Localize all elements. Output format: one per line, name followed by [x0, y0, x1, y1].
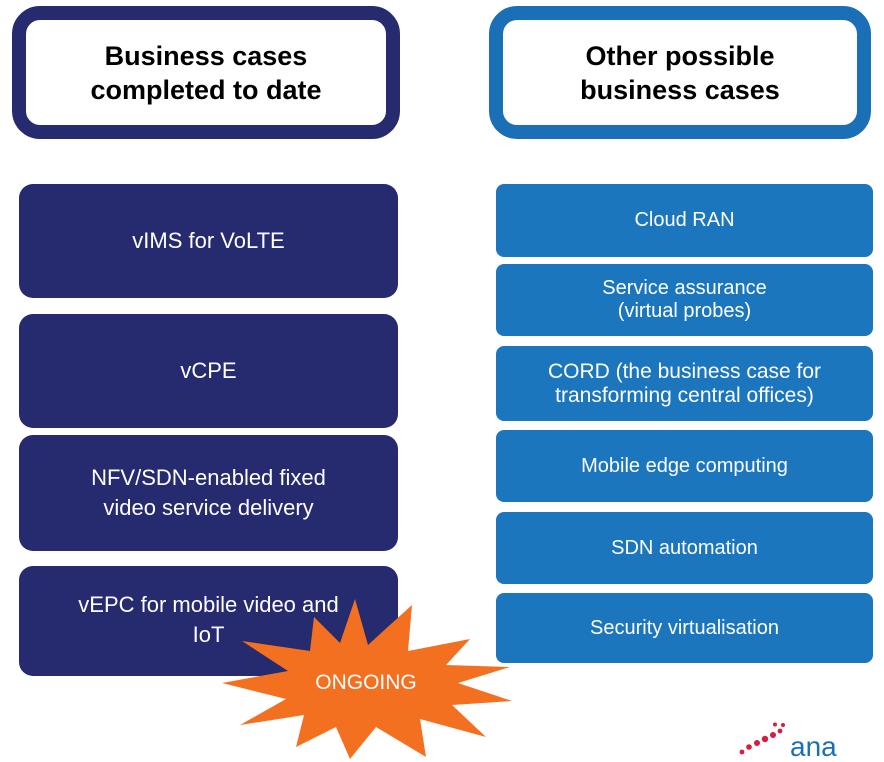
card-label: Security virtualisation	[590, 616, 779, 639]
card-cloud-ran: Cloud RAN	[496, 184, 873, 257]
card-vcpe: vCPE	[19, 314, 398, 428]
logo-text: ana	[790, 731, 837, 757]
card-vepc-iot: vEPC for mobile video and IoT	[19, 566, 398, 676]
card-vims-volte: vIMS for VoLTE	[19, 184, 398, 298]
card-label: CORD (the business case for	[547, 359, 822, 383]
card-label: SDN automation	[611, 536, 758, 559]
company-logo: ana	[739, 722, 837, 757]
card-service-assurance: Service assurance (virtual probes)	[496, 264, 873, 336]
header-line: Business cases	[104, 40, 308, 71]
card-cord: CORD (the business case for transforming…	[496, 346, 873, 421]
header-line: Other possible	[585, 40, 775, 71]
ongoing-label: ONGOING	[315, 671, 417, 694]
ongoing-starburst: ONGOING	[222, 599, 512, 759]
header-other-cases: Other possible business cases	[489, 6, 871, 139]
card-label: Service assurance	[602, 277, 767, 299]
card-label: Cloud RAN	[634, 209, 735, 231]
card-sdn-automation: SDN automation	[496, 512, 873, 584]
header-line: completed to date	[90, 74, 322, 105]
card-label: Mobile edge computing	[581, 454, 788, 477]
card-label: vCPE	[180, 358, 237, 383]
card-label: vEPC for mobile video and	[78, 592, 339, 617]
card-label: vIMS for VoLTE	[132, 228, 285, 253]
header-completed-cases: Business cases completed to date	[12, 6, 400, 139]
starburst-shape	[222, 599, 512, 759]
card-label: IoT	[192, 622, 225, 647]
card-label: (virtual probes)	[617, 300, 752, 322]
card-label: transforming central offices)	[555, 383, 814, 407]
card-nfv-sdn-video: NFV/SDN-enabled fixed video service deli…	[19, 435, 398, 551]
card-label: NFV/SDN-enabled fixed	[91, 465, 326, 490]
logo-dots-icon	[739, 722, 785, 755]
card-label: video service delivery	[103, 495, 314, 520]
card-security-virtualisation: Security virtualisation	[496, 593, 873, 663]
header-line: business cases	[580, 74, 780, 105]
card-mobile-edge: Mobile edge computing	[496, 430, 873, 502]
